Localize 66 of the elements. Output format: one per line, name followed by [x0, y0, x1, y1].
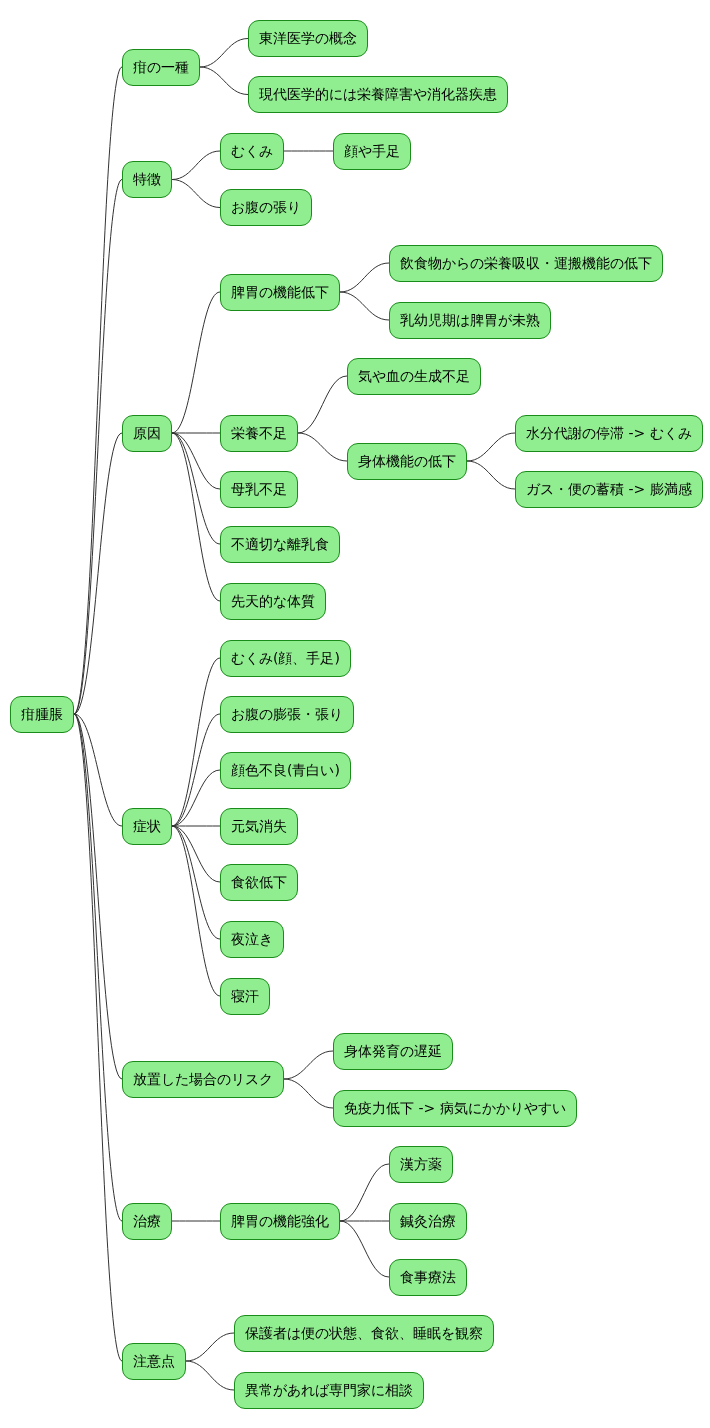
connector-line — [171, 1220, 221, 1222]
topic-box: 疳腫脹 — [10, 695, 74, 733]
connector-line — [283, 150, 334, 152]
connector-line — [171, 825, 221, 997]
topic-box: 気や血の生成不足 — [347, 357, 481, 395]
connector-line — [199, 66, 249, 95]
connector-line — [171, 291, 221, 434]
connector-line — [283, 1050, 334, 1080]
connector-line — [339, 262, 390, 293]
connector-line — [171, 179, 221, 208]
topic-box: 身体発育の遅延 — [333, 1032, 453, 1070]
topic-box: 食事療法 — [389, 1258, 467, 1296]
connector-line — [73, 179, 123, 715]
topic-box: むくみ(顔、手足) — [220, 639, 351, 677]
connector-line — [339, 1220, 390, 1222]
connector-line — [466, 460, 516, 490]
topic-box: 脾胃の機能強化 — [220, 1202, 340, 1240]
connector-line — [171, 432, 221, 602]
topic-box: 栄養不足 — [220, 414, 298, 452]
topic-box: 漢方薬 — [389, 1145, 453, 1183]
topic-box: 寝汗 — [220, 977, 270, 1015]
topic-box: 注意点 — [122, 1342, 186, 1380]
topic-box: 異常があれば専門家に相談 — [234, 1371, 424, 1409]
connector-line — [185, 1360, 235, 1391]
connector-line — [466, 432, 516, 462]
topic-box: 母乳不足 — [220, 470, 298, 508]
topic-box: 症状 — [122, 807, 172, 845]
connector-line — [297, 375, 348, 434]
topic-box: 鍼灸治療 — [389, 1202, 467, 1240]
connector-line — [73, 713, 123, 1080]
topic-box: 先天的な体質 — [220, 582, 326, 620]
topic-box: お腹の膨張・張り — [220, 695, 354, 733]
topic-box: 元気消失 — [220, 807, 298, 845]
connector-line — [339, 1220, 390, 1278]
connector-line — [171, 432, 221, 434]
connector-line — [297, 432, 348, 462]
topic-box: 食欲低下 — [220, 863, 298, 901]
topic-box: 飲食物からの栄養吸収・運搬機能の低下 — [389, 244, 663, 282]
topic-box: 脾胃の機能低下 — [220, 273, 340, 311]
topic-box: 原因 — [122, 414, 172, 452]
connector-line — [283, 1078, 334, 1109]
connector-line — [73, 432, 123, 715]
topic-box: 放置した場合のリスク — [122, 1060, 284, 1098]
topic-box: 不適切な離乳食 — [220, 525, 340, 563]
connector-line — [199, 38, 249, 68]
connector-line — [171, 657, 221, 827]
connector-line — [73, 713, 123, 827]
topic-box: 東洋医学の概念 — [248, 20, 368, 57]
topic-box: お腹の張り — [220, 189, 312, 226]
connector-line — [185, 1332, 235, 1362]
connector-line — [73, 713, 123, 1362]
connector-line — [339, 291, 390, 321]
topic-box: 治療 — [122, 1202, 172, 1240]
topic-box: 乳幼児期は脾胃が未熟 — [389, 301, 551, 339]
topic-box: 保護者は便の状態、食欲、睡眠を観察 — [234, 1314, 494, 1352]
topic-box: 免疫力低下 -> 病気にかかりやすい — [333, 1089, 577, 1127]
topic-box: むくみ — [220, 132, 284, 170]
topic-box: 水分代謝の停滞 -> むくみ — [515, 414, 703, 452]
topic-box: 疳の一種 — [122, 48, 200, 86]
topic-box: 顔色不良(青白い) — [220, 751, 351, 789]
topic-box: ガス・便の蓄積 -> 膨満感 — [515, 470, 703, 508]
topic-box: 夜泣き — [220, 920, 284, 958]
topic-box: 身体機能の低下 — [347, 442, 467, 480]
topic-box: 特徴 — [122, 161, 172, 198]
topic-box: 顔や手足 — [333, 132, 411, 170]
topic-box: 現代医学的には栄養障害や消化器疾患 — [248, 76, 508, 113]
